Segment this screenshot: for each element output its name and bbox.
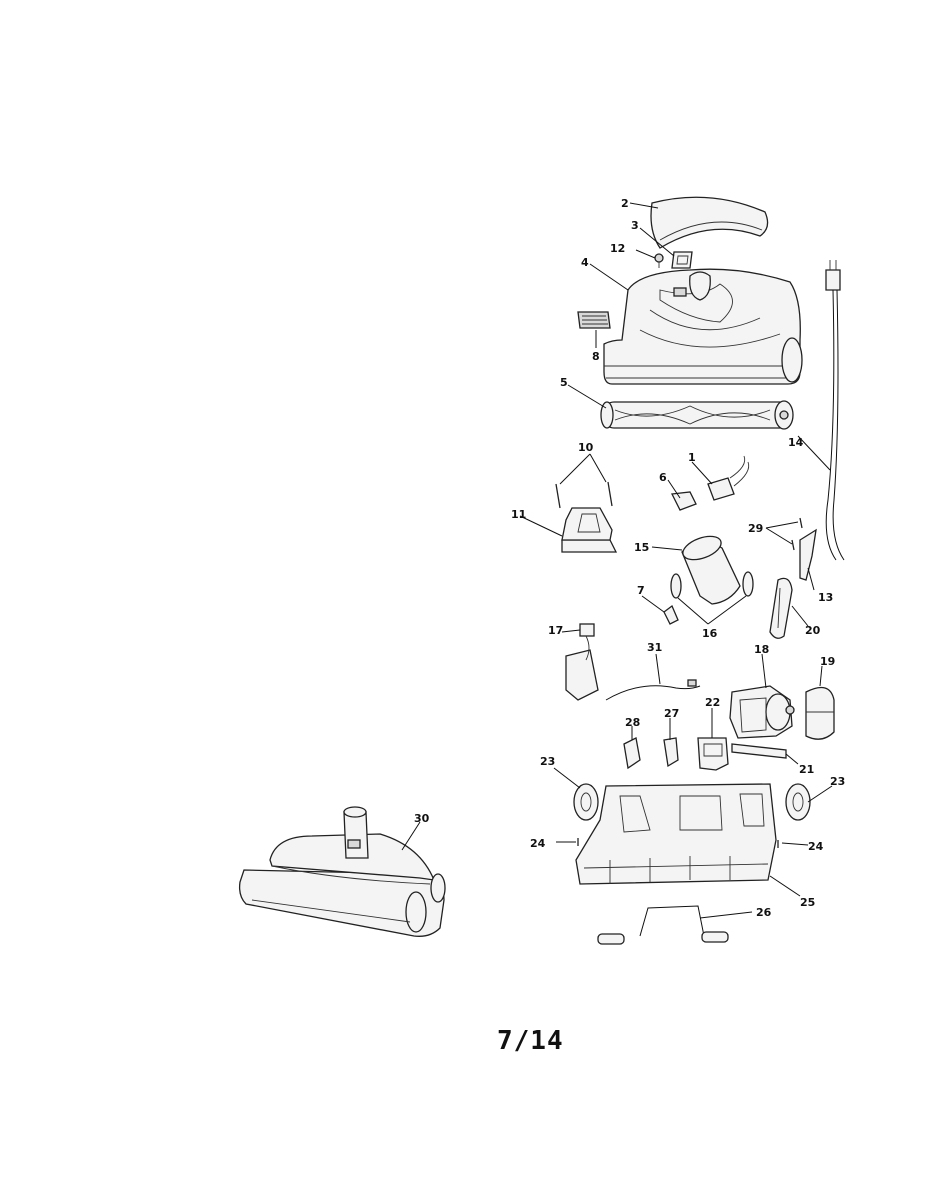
part-22-bracket	[697, 737, 729, 771]
callout-24-left: 24	[530, 837, 546, 850]
part-31-wire	[605, 679, 701, 701]
part-29-screws	[791, 517, 803, 551]
part-3-square-pad	[671, 251, 693, 269]
page-number: 7/14	[497, 1026, 564, 1056]
callout-21: 21	[799, 763, 814, 776]
part-5-brushroll	[600, 400, 794, 430]
callout-17: 17	[548, 624, 563, 637]
callout-13: 13	[818, 591, 833, 604]
part-2-top-cover	[650, 196, 769, 249]
callout-24-right: 24	[808, 840, 824, 853]
part-28-clip	[623, 737, 641, 770]
callout-10: 10	[578, 441, 594, 454]
part-14-power-cord	[825, 260, 845, 561]
callout-3: 3	[631, 219, 639, 232]
callout-20: 20	[805, 624, 821, 637]
callout-22: 22	[705, 696, 720, 709]
callout-12: 12	[610, 242, 625, 255]
callout-31: 31	[647, 641, 662, 654]
callout-1: 1	[688, 451, 696, 464]
callout-18: 18	[754, 643, 769, 656]
part-26-bail	[597, 905, 729, 945]
part-12-screw	[654, 253, 664, 268]
callout-30: 30	[414, 812, 430, 825]
part-21-rod	[731, 743, 787, 759]
part-1-switch	[707, 455, 750, 501]
part-4-hood-housing	[603, 268, 803, 385]
part-11-bracket	[561, 507, 618, 553]
part-13-latch	[799, 528, 817, 581]
part-10-pins	[555, 481, 613, 509]
part-17-switch-housing	[565, 623, 599, 701]
callout-23-right: 23	[830, 775, 845, 788]
callout-29: 29	[748, 522, 763, 535]
part-16-washers	[670, 571, 754, 599]
callout-26: 26	[756, 906, 772, 919]
callout-16: 16	[702, 627, 718, 640]
part-6-switch-button	[671, 491, 697, 511]
leader-lines	[401, 202, 833, 919]
part-8-filter-pad	[577, 311, 611, 329]
part-30-assembled-powerhead	[238, 806, 446, 937]
callout-15: 15	[634, 541, 649, 554]
part-20-belt	[769, 577, 793, 639]
callout-11: 11	[511, 508, 526, 521]
callout-8: 8	[592, 350, 600, 363]
callout-19: 19	[820, 655, 835, 668]
callout-2: 2	[621, 197, 629, 210]
part-27-clip	[663, 737, 679, 768]
part-7-wire-nut	[663, 604, 679, 625]
part-15-nozzle-tube	[681, 535, 741, 605]
part-23-wheel-left	[573, 783, 599, 821]
part-18-motor	[729, 685, 795, 739]
callout-25: 25	[800, 896, 815, 909]
part-23-wheel-right	[785, 783, 811, 821]
callout-7: 7	[637, 584, 645, 597]
callout-23-left: 23	[540, 755, 555, 768]
callout-6: 6	[659, 471, 667, 484]
callout-labels: 2 3 12 4 8 5 14 10 1 6 11 29 15 13 7 16 …	[414, 197, 845, 919]
part-19-motor-band	[805, 686, 835, 740]
callout-27: 27	[664, 707, 679, 720]
callout-5: 5	[560, 376, 568, 389]
callout-28: 28	[625, 716, 640, 729]
callout-4: 4	[581, 256, 589, 269]
callout-14: 14	[788, 436, 804, 449]
part-25-base-plate	[575, 783, 777, 885]
